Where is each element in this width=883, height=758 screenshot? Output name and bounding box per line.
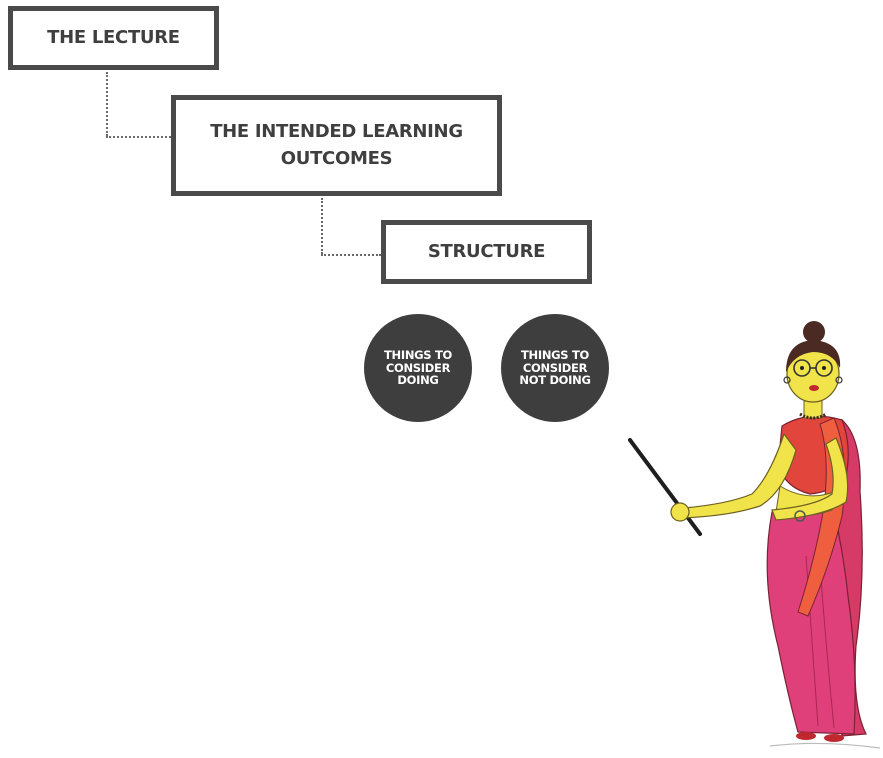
- circle-doing-line3: DOING: [397, 373, 439, 388]
- box-structure: STRUCTURE: [381, 220, 592, 284]
- pointer-stick: [628, 438, 702, 536]
- bangle: [794, 510, 806, 522]
- lecturer-with-pointer-illustration: [628, 321, 881, 749]
- box-ilo-label-line2: OUTCOMES: [280, 147, 393, 169]
- circle-not-doing-line3: NOT DOING: [519, 373, 591, 388]
- circle-things-to-consider-doing: THINGS TO CONSIDER DOING: [364, 314, 472, 422]
- box-the-lecture-label: THE LECTURE: [47, 26, 180, 48]
- saree-pleats: [805, 555, 835, 729]
- necklace: [799, 412, 827, 420]
- ground-sketch: [769, 742, 881, 749]
- connector-ilo-structure-vertical: [321, 198, 323, 254]
- eye-right: [822, 366, 826, 370]
- foot-left: [796, 732, 816, 740]
- earring-left: [783, 376, 791, 384]
- foot-right: [824, 734, 844, 742]
- eye-left: [800, 366, 804, 370]
- resting-arm: [771, 437, 849, 521]
- pointing-hand: [670, 502, 690, 522]
- hair: [786, 340, 841, 372]
- hair-bun: [803, 321, 825, 343]
- connector-lecture-ilo-vertical: [106, 72, 108, 136]
- circle-not-doing-line2: CONSIDER: [522, 360, 588, 375]
- connector-lecture-ilo-horizontal: [106, 136, 171, 138]
- circle-not-doing-line1: THINGS TO: [520, 348, 590, 363]
- box-the-lecture: THE LECTURE: [8, 6, 219, 70]
- earring-right: [835, 376, 843, 384]
- circle-things-to-consider-not-doing: THINGS TO CONSIDER NOT DOING: [501, 314, 609, 422]
- circle-doing-line2: CONSIDER: [385, 360, 451, 375]
- lips: [809, 385, 819, 391]
- box-intended-learning-outcomes: THE INTENDED LEARNING OUTCOMES: [171, 95, 502, 196]
- box-ilo-label-line1: THE INTENDED LEARNING: [210, 121, 463, 143]
- box-structure-label: STRUCTURE: [427, 240, 546, 262]
- connector-ilo-structure-horizontal: [321, 254, 381, 256]
- saree-skirt: [766, 505, 856, 735]
- circle-doing-line1: THINGS TO: [383, 348, 453, 363]
